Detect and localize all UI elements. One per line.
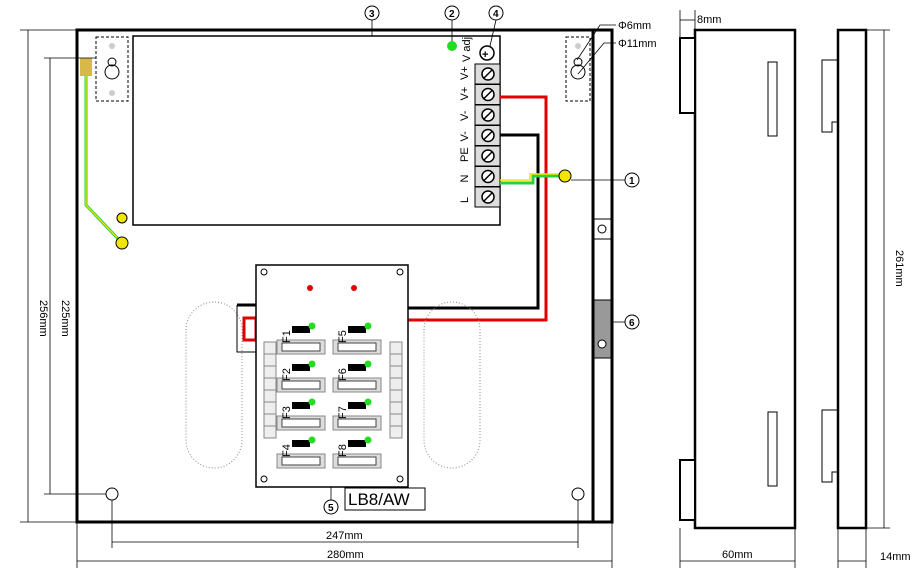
earth-terminal-main — [115, 236, 129, 250]
led-red-2 — [351, 285, 357, 291]
terminal-label: PE — [459, 147, 471, 162]
fuse-label: F3 — [281, 406, 293, 419]
fuse-label: F4 — [281, 444, 293, 457]
terminal-label: L — [459, 197, 471, 203]
fuse-label: F6 — [337, 368, 349, 381]
fuse-label: F5 — [337, 330, 349, 343]
callout-number: 3 — [369, 9, 375, 20]
fuse-label: F2 — [281, 368, 293, 381]
led-green — [308, 360, 316, 368]
rear-view — [836, 28, 868, 530]
dim-hole-small: Φ6mm — [618, 20, 651, 32]
earth-terminal-psu — [558, 169, 572, 183]
wire-negative — [408, 133, 540, 310]
lb8-module — [255, 264, 409, 488]
wire-earth-psu — [500, 174, 562, 185]
led-green — [308, 398, 316, 406]
callout-3 — [364, 5, 380, 21]
enclosure-rail — [591, 28, 614, 524]
pot-plus: + — [482, 49, 488, 61]
callout-5 — [323, 499, 339, 515]
psu-led — [447, 41, 457, 51]
module-name: LB8/AW — [348, 490, 410, 509]
callout-number: 2 — [449, 9, 455, 20]
callout-6 — [624, 314, 640, 330]
psu-module — [132, 35, 501, 226]
earth-symbol-icon — [116, 212, 128, 224]
led-green — [364, 398, 372, 406]
door-hinge — [593, 218, 612, 240]
dim-side-width: 60mm — [722, 549, 753, 561]
fuse-label: F1 — [281, 330, 293, 343]
terminal-label: V- — [459, 110, 471, 121]
fuse-label: F7 — [337, 406, 349, 419]
dim-width-outer: 280mm — [327, 549, 364, 561]
terminal-label: V+ — [459, 66, 471, 80]
led-red-1 — [307, 285, 313, 291]
dim-height-mount: 225mm — [59, 300, 71, 337]
led-green — [364, 360, 372, 368]
vadj-label: V adj — [461, 37, 473, 62]
led-green — [308, 436, 316, 444]
led-green — [364, 322, 372, 330]
keyhole-left — [95, 36, 129, 102]
callout-number: 4 — [493, 9, 499, 20]
dim-hole-large: Φ11mm — [618, 38, 657, 50]
fuse-label: F8 — [337, 444, 349, 457]
led-green — [364, 436, 372, 444]
terminal-label: V- — [459, 131, 471, 142]
callout-4 — [488, 5, 504, 21]
callout-2 — [444, 5, 460, 21]
callout-number: 6 — [629, 318, 635, 329]
terminal-label: V+ — [459, 87, 471, 101]
voltage-adjust-pot — [479, 45, 495, 61]
side-view — [693, 28, 797, 530]
callout-number: 5 — [328, 503, 334, 514]
dim-height-outer: 256mm — [37, 300, 49, 337]
led-green — [308, 322, 316, 330]
callout-1 — [624, 172, 640, 188]
dim-width-mount: 247mm — [326, 530, 363, 542]
dim-rear-width: 14mm — [880, 551, 911, 563]
terminal-label: N — [459, 175, 471, 183]
wire-positive — [408, 95, 548, 322]
door-lock — [593, 299, 612, 359]
dim-side-height: 261mm — [893, 250, 905, 287]
dim-flange: 8mm — [697, 14, 721, 26]
callout-number: 1 — [629, 176, 635, 187]
